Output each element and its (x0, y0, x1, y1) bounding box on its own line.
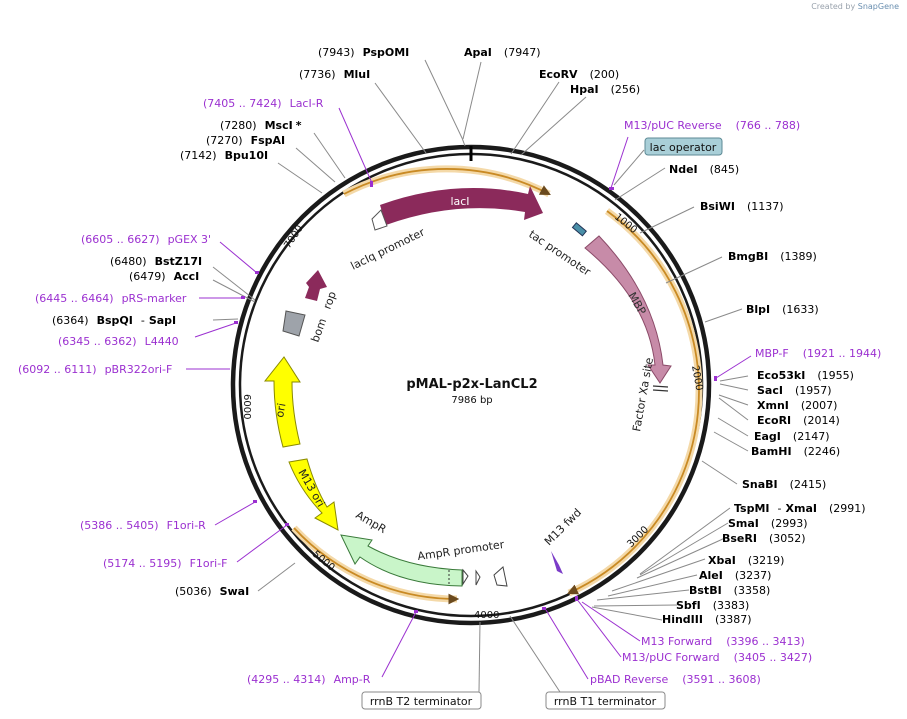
tick-6000: 6000 (241, 394, 252, 419)
svg-text:(7405 .. 7424)LacI-R: (7405 .. 7424)LacI-R (203, 97, 324, 110)
credit-prefix: Created by (811, 2, 856, 11)
svg-text:EcoRV(200): EcoRV(200) (539, 68, 619, 81)
svg-text:(7943)PspOMI: (7943)PspOMI (318, 46, 409, 59)
svg-text:TspMI-XmaI(2991): TspMI-XmaI(2991) (734, 502, 866, 515)
ampR-promoter-arrow-1 (462, 568, 469, 586)
plasmid-name: pMAL-p2x-LanCL2 (406, 377, 537, 392)
rrnB-T2-label: rrnB T2 terminator (370, 695, 473, 708)
svg-text:(7270)FspAI: (7270)FspAI (206, 134, 285, 147)
factor-xa-mark (652, 385, 669, 392)
snapgene-credit: Created by SnapGene (811, 2, 899, 11)
svg-text:XmnI(2007): XmnI(2007) (757, 399, 837, 412)
svg-text:M13/pUC Forward(3405 .. 3427): M13/pUC Forward(3405 .. 3427) (622, 651, 812, 664)
svg-text:XbaI(3219): XbaI(3219) (708, 554, 784, 567)
svg-text:(6445 .. 6464)pRS-marker: (6445 .. 6464)pRS-marker (35, 292, 187, 305)
svg-text:BstBI(3358): BstBI(3358) (689, 584, 770, 597)
lac-operator-box (644, 137, 723, 156)
lacIq-promoter-arrow (371, 209, 388, 231)
svg-text:EagI(2147): EagI(2147) (754, 430, 829, 443)
feature-ori: ori (263, 356, 301, 448)
ampR-promoter-label: AmpR promoter (417, 538, 506, 563)
svg-text:(5174 .. 5195)F1ori-F: (5174 .. 5195)F1ori-F (103, 557, 228, 570)
svg-text:SbfI(3383): SbfI(3383) (676, 599, 749, 612)
svg-text:SacI(1957): SacI(1957) (757, 384, 832, 397)
credit-brand: SnapGene (857, 2, 899, 11)
svg-text:(7142)Bpu10I: (7142)Bpu10I (180, 149, 268, 162)
svg-text:HindIII(3387): HindIII(3387) (662, 613, 752, 626)
feature-rop (305, 270, 327, 301)
svg-text:(6480)BstZ17I: (6480)BstZ17I (110, 255, 202, 268)
svg-text:(5386 .. 5405)F1ori-R: (5386 .. 5405)F1ori-R (80, 519, 206, 532)
rrnB-T1-box (545, 691, 666, 710)
svg-text:NdeI(845): NdeI(845) (669, 163, 739, 176)
svg-text:SnaBI(2415): SnaBI(2415) (742, 478, 826, 491)
AmpR-label: AmpR (354, 508, 389, 536)
plasmid-size: 7986 bp (451, 395, 492, 406)
rrnB-T1-label: rrnB T1 terminator (554, 695, 657, 708)
svg-text:EcoRI(2014): EcoRI(2014) (757, 414, 840, 427)
feature-lacI: lacI (380, 186, 543, 225)
svg-text:HpaI(256): HpaI(256) (570, 83, 640, 96)
primer-labels: (7405 .. 7424)LacI-R M13/pUC Reverse(766… (18, 97, 881, 686)
lacI-label: lacI (450, 195, 469, 208)
svg-text:BlpI(1633): BlpI(1633) (746, 303, 819, 316)
enzyme-labels: (7943)PspOMI ApaI(7947) (7736)MluI EcoRV… (52, 46, 866, 626)
ampR-promoter-arrow-3 (493, 566, 508, 587)
svg-text:(7736)MluI: (7736)MluI (299, 68, 370, 81)
primer-leaders (186, 107, 752, 680)
m13-fwd-arrow (551, 551, 563, 574)
bom-label: bom (309, 317, 330, 344)
svg-text:M13 Forward(3396 .. 3413): M13 Forward(3396 .. 3413) (641, 635, 805, 648)
svg-text:(6479)AccI: (6479)AccI (129, 270, 199, 283)
svg-text:AleI(3237): AleI(3237) (699, 569, 771, 582)
svg-text:(6092 .. 6111)pBR322ori-F: (6092 .. 6111)pBR322ori-F (18, 363, 172, 376)
ori-label: ori (273, 402, 288, 418)
boxed-labels: lac operator rrnB T2 terminator rrnB T1 … (361, 137, 723, 710)
feature-bom (282, 310, 306, 337)
svg-text:BamHI(2246): BamHI(2246) (751, 445, 840, 458)
rop-label: rop (321, 290, 339, 311)
svg-text:(6345 .. 6362)L4440: (6345 .. 6362)L4440 (58, 335, 179, 348)
m13-fwd-label: M13 fwd (542, 506, 584, 548)
svg-text:MBP-F(1921 .. 1944): MBP-F(1921 .. 1944) (755, 347, 881, 360)
svg-text:Eco53kI(1955): Eco53kI(1955) (757, 369, 854, 382)
svg-text:BsiWI(1137): BsiWI(1137) (700, 200, 784, 213)
svg-text:(4295 .. 4314)Amp-R: (4295 .. 4314)Amp-R (247, 673, 371, 686)
svg-text:M13/pUC Reverse(766 .. 788): M13/pUC Reverse(766 .. 788) (624, 119, 800, 132)
svg-text:ApaI(7947): ApaI(7947) (464, 46, 540, 59)
rrnB-T2-box (361, 691, 482, 710)
leader-lines (212, 59, 749, 693)
svg-text:(6364)BspQI-SapI: (6364)BspQI-SapI (52, 314, 176, 327)
feature-M13-ori: M13 ori (288, 458, 339, 531)
factor-xa-label: Factor Xa site (630, 356, 656, 432)
svg-text:pBAD Reverse(3591 .. 3608): pBAD Reverse(3591 .. 3608) (590, 673, 761, 686)
svg-text:(7280)MscI*: (7280)MscI* (220, 119, 302, 132)
svg-text:(5036)SwaI: (5036)SwaI (175, 585, 249, 598)
ampR-promoter-arrow-2 (475, 569, 481, 586)
svg-text:SmaI(2993): SmaI(2993) (728, 517, 807, 530)
svg-text:BseRI(3052): BseRI(3052) (722, 532, 806, 545)
primer-ticks (234, 181, 717, 613)
lacIq-promoter-label: lacIq promoter (349, 225, 428, 272)
direction-arcs (291, 165, 703, 605)
M13-ori-label: M13 ori (295, 467, 327, 509)
svg-text:(6605 .. 6627)pGEX 3': (6605 .. 6627)pGEX 3' (81, 233, 211, 246)
tick-4000: 4000 (474, 610, 499, 621)
lac-operator-label: lac operator (650, 141, 717, 154)
tac-promoter-mark (571, 222, 587, 237)
tick-2000: 2000 (689, 365, 704, 392)
svg-text:BmgBI(1389): BmgBI(1389) (728, 250, 817, 263)
